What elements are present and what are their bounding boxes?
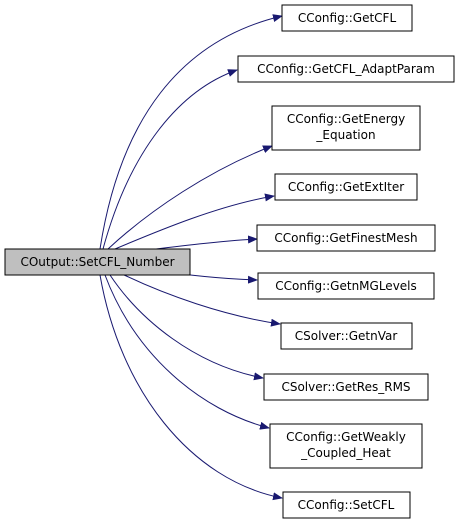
edge-to-getnvar	[119, 272, 281, 327]
node-getcfl-adaptparam-label: CConfig::GetCFL_AdaptParam	[257, 62, 435, 76]
node-getextiter[interactable]: CConfig::GetExtIter	[274, 173, 418, 201]
node-root-label: COutput::SetCFL_Number	[20, 255, 174, 269]
edge-to-getcfl	[99, 14, 283, 250]
node-getenergy-equation-label-line2: _Equation	[315, 128, 375, 142]
node-setcfl-label: CConfig::SetCFL	[298, 498, 395, 512]
node-getcfl-label: CConfig::GetCFL	[298, 11, 397, 25]
node-getweakly-coupled-heat[interactable]: CConfig::GetWeakly _Coupled_Heat	[269, 423, 423, 469]
node-getnvar-label: CSolver::GetnVar	[295, 329, 398, 343]
node-getfinestmesh-label: CConfig::GetFinestMesh	[274, 231, 417, 245]
edge-to-getcfl-adaptparam	[102, 69, 238, 250]
node-getres-rms[interactable]: CSolver::GetRes_RMS	[263, 373, 429, 401]
node-getnvar[interactable]: CSolver::GetnVar	[280, 322, 413, 350]
node-getnmglevels[interactable]: CConfig::GetnMGLevels	[257, 272, 435, 300]
edge-to-getres-rms	[109, 274, 264, 381]
node-getextiter-label: CConfig::GetExtIter	[288, 180, 404, 194]
node-getcfl-adaptparam[interactable]: CConfig::GetCFL_AdaptParam	[237, 55, 455, 83]
edge-to-setcfl	[99, 274, 283, 501]
node-root[interactable]: COutput::SetCFL_Number	[4, 248, 191, 276]
node-getweakly-coupled-heat-label-line1: CConfig::GetWeakly	[286, 430, 406, 444]
edge-to-getweakly-coupled-heat	[104, 274, 270, 430]
edge-to-getextiter	[114, 193, 275, 250]
node-setcfl[interactable]: CConfig::SetCFL	[282, 491, 411, 519]
node-getenergy-equation[interactable]: CConfig::GetEnergy _Equation	[271, 105, 421, 151]
node-getcfl[interactable]: CConfig::GetCFL	[281, 4, 413, 32]
edge-to-getenergy-equation	[107, 145, 273, 250]
node-getres-rms-label: CSolver::GetRes_RMS	[281, 380, 410, 394]
node-getenergy-equation-label-line1: CConfig::GetEnergy	[287, 112, 405, 126]
node-getnmglevels-label: CConfig::GetnMGLevels	[275, 279, 417, 293]
node-getfinestmesh[interactable]: CConfig::GetFinestMesh	[256, 224, 436, 252]
node-getweakly-coupled-heat-label-line2: _Coupled_Heat	[300, 446, 391, 460]
